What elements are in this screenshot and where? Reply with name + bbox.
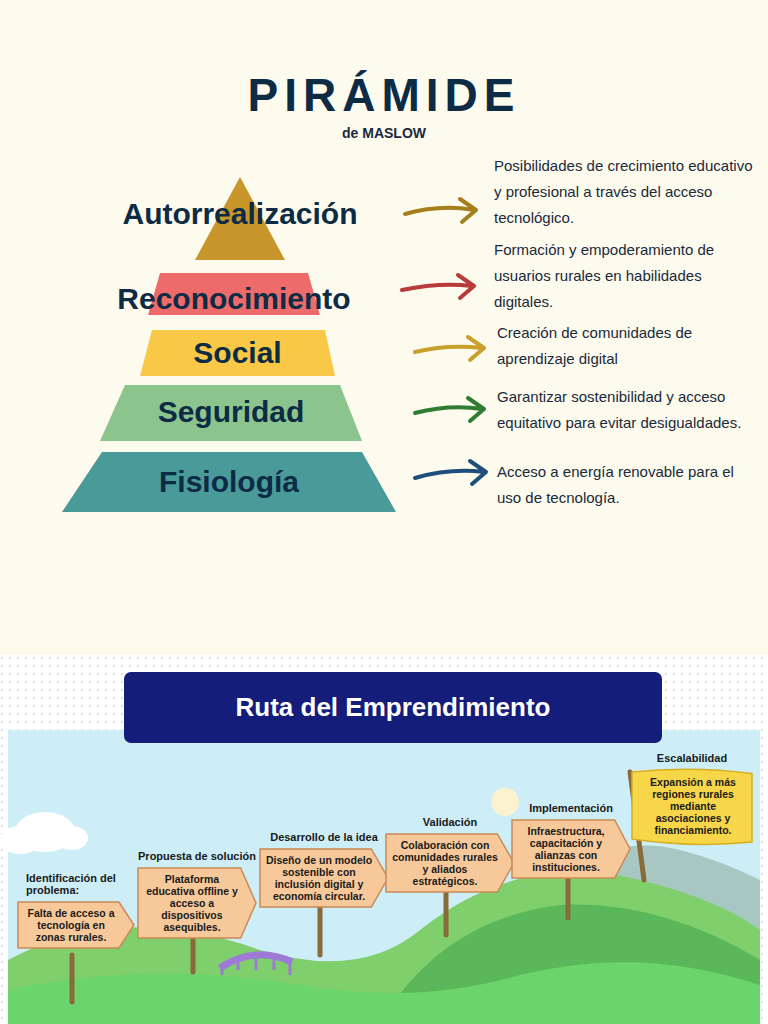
step-description: Diseño de un modelo sostenible con inclu… [265, 854, 373, 902]
landscape [0, 730, 760, 1024]
pyramid-band: Seguridad [100, 385, 362, 441]
sign-board: Infraestructura, capacitación y alianzas… [512, 820, 630, 878]
step-description: Falta de acceso a tecnología en zonas ru… [23, 907, 119, 943]
signpost: Propuesta de soluciónPlataforma educativ… [138, 850, 256, 938]
sky [8, 730, 760, 1024]
step-description: Plataforma educativa offline y acceso a … [143, 873, 241, 933]
sun [491, 788, 519, 816]
level-name: Autorrealización [122, 197, 357, 231]
step-description: Colaboración con comunidades rurales y a… [391, 839, 499, 887]
sign-board: Plataforma educativa offline y acceso a … [138, 868, 256, 938]
step-heading: Propuesta de solución [138, 850, 256, 862]
pyramid-band: Fisiología [62, 452, 396, 512]
step-description: Infraestructura, capacitación y alianzas… [517, 825, 615, 873]
signpost: Desarrollo de la ideaDiseño de un modelo… [260, 831, 388, 907]
signpost: ImplementaciónInfraestructura, capacitac… [512, 802, 630, 878]
title: PIRÁMIDE [0, 68, 768, 122]
arrow [415, 337, 484, 360]
level-name: Seguridad [158, 395, 305, 429]
description: Posibilidades de crecimiento educativo y… [494, 153, 762, 231]
sign-board: Colaboración con comunidades rurales y a… [386, 834, 514, 892]
arrow [405, 199, 476, 222]
level-name: Reconocimiento [117, 282, 350, 316]
banner-title: Ruta del Emprendimiento [236, 692, 551, 723]
section-banner: Ruta del Emprendimiento [124, 672, 662, 743]
description: Garantizar sostenibilidad y acceso equit… [497, 384, 762, 436]
pyramid-band: Autorrealización [195, 177, 285, 260]
step-description: Expansión a más regiones rurales mediant… [640, 776, 746, 836]
arrow [415, 398, 484, 421]
top-ground [0, 0, 768, 655]
flag-cloth: Expansión a más regiones rurales mediant… [632, 769, 752, 845]
signpost: Identificación del problema: Falta de acc… [18, 872, 134, 948]
signpost: ValidaciónColaboración con comunidades r… [386, 816, 514, 892]
description: Acceso a energía renovable para el uso d… [497, 459, 762, 511]
sign-poles [72, 772, 644, 1002]
sign-board: Falta de acceso a tecnología en zonas ru… [18, 902, 134, 948]
step-heading: Escalabilidad [632, 752, 752, 764]
bridge-rail [222, 952, 290, 975]
bottom-ground [0, 655, 768, 1024]
arrow [402, 275, 474, 298]
pyramid-arrows [402, 199, 486, 484]
pyramid-band: Reconocimiento [148, 273, 320, 315]
pyramid-band: Social [140, 330, 335, 376]
subtitle: de MASLOW [0, 124, 768, 142]
level-name: Fisiología [159, 465, 299, 499]
description: Creación de comunidades de aprendizaje d… [497, 320, 762, 372]
step-heading: Validación [386, 816, 514, 828]
sign-board: Diseño de un modelo sostenible con inclu… [260, 849, 388, 907]
goal-flag: EscalabilidadExpansión a más regiones ru… [632, 752, 752, 845]
description: Formación y empoderamiento de usuarios r… [494, 237, 762, 315]
dot-texture [0, 655, 768, 1024]
hill [8, 872, 760, 1024]
step-heading: Identificación del problema: [18, 872, 134, 896]
level-name: Social [193, 336, 281, 370]
arrow [415, 461, 486, 484]
step-heading: Implementación [512, 802, 630, 814]
front-hill [8, 962, 760, 1024]
step-heading: Desarrollo de la idea [260, 831, 388, 843]
